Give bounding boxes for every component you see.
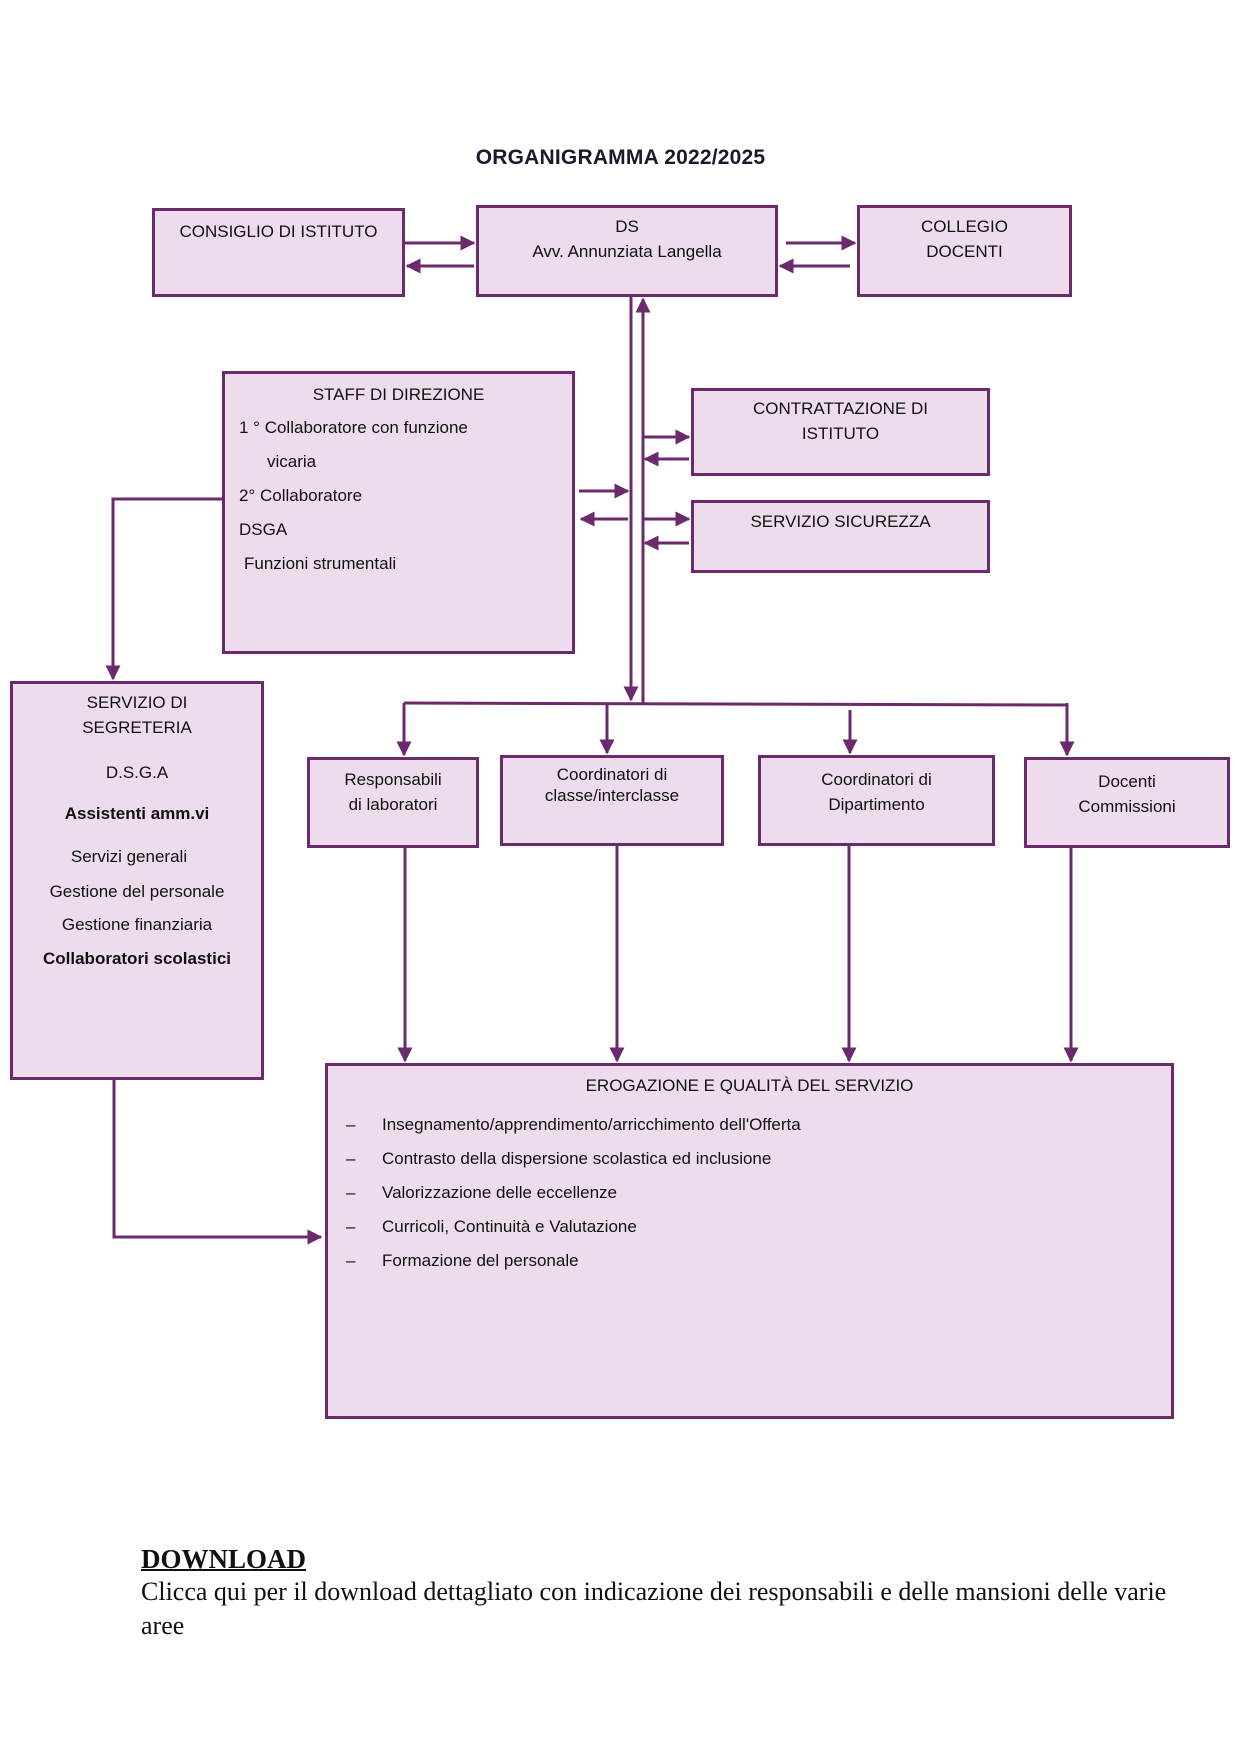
node-label-line2: Commissioni [1078, 797, 1176, 816]
erogazione-list: – Insegnamento/apprendimento/arricchimen… [346, 1108, 1171, 1278]
staff-item: 2° Collaboratore [239, 486, 363, 505]
node-label-line1: COLLEGIO [921, 217, 1008, 236]
chart-title: ORGANIGRAMMA 2022/2025 [475, 146, 766, 169]
node-title: EROGAZIONE E QUALITÀ DEL SERVIZIO [585, 1076, 914, 1095]
segreteria-item: Gestione del personale [49, 882, 225, 901]
node-label-line1: Coordinatori di [821, 770, 932, 789]
download-link[interactable]: Clicca qui per il download dettagliato c… [141, 1577, 1167, 1640]
node-role: DS [615, 217, 639, 236]
segreteria-item: Collaboratori scolastici [43, 949, 231, 968]
node-coordinatori-dipartimento: Coordinatori di Dipartimento [758, 755, 995, 846]
node-collegio-docenti: COLLEGIO DOCENTI [857, 205, 1072, 297]
segreteria-item: D.S.G.A [105, 763, 169, 782]
node-label: SERVIZIO SICUREZZA [750, 512, 931, 531]
arrow-segreteria-to-erogazione [112, 1080, 323, 1245]
node-title-line2: SEGRETERIA [82, 718, 192, 737]
node-label-line1: Coordinatori di [556, 765, 668, 784]
distribution-bar [403, 701, 1069, 707]
node-label-line2: classe/interclasse [544, 786, 680, 805]
arrow-staff-to-segreteria [105, 497, 222, 681]
staff-item: Funzioni strumentali [244, 554, 397, 573]
node-label-line1: Docenti [1098, 772, 1156, 791]
node-contrattazione-di-istituto: CONTRATTAZIONE DI ISTITUTO [691, 388, 990, 476]
download-heading: DOWNLOAD [141, 1544, 307, 1574]
bullet-dash: – [346, 1183, 356, 1202]
staff-item: 1 ° Collaboratore con funzione [239, 418, 468, 437]
bullet-dash: – [346, 1149, 356, 1168]
erogazione-item: – Contrasto della dispersione scolastica… [346, 1142, 1171, 1176]
erogazione-item-text: Curricoli, Continuità e Valutazione [382, 1217, 637, 1236]
node-title-line1: SERVIZIO DI [86, 693, 188, 712]
node-label-line1: Responsabili [344, 770, 442, 789]
node-title: STAFF DI DIREZIONE [312, 385, 485, 404]
erogazione-item: – Insegnamento/apprendimento/arricchimen… [346, 1108, 1171, 1142]
node-staff-di-direzione: STAFF DI DIREZIONE 1 ° Collaboratore con… [222, 371, 575, 654]
segreteria-item: Gestione finanziaria [61, 915, 213, 934]
erogazione-item-text: Valorizzazione delle eccellenze [382, 1183, 617, 1202]
download-section: DOWNLOAD Clicca qui per il download dett… [141, 1544, 1191, 1643]
erogazione-item: – Valorizzazione delle eccellenze [346, 1176, 1171, 1210]
node-label-line2: Dipartimento [828, 795, 925, 814]
node-docenti-commissioni: Docenti Commissioni [1024, 757, 1230, 848]
bullet-dash: – [346, 1251, 356, 1270]
node-servizio-di-segreteria: SERVIZIO DI SEGRETERIA D.S.G.A Assistent… [10, 681, 264, 1080]
bullet-dash: – [346, 1115, 356, 1134]
segreteria-item: Servizi generali [70, 847, 188, 866]
erogazione-item: – Formazione del personale [346, 1244, 1171, 1278]
staff-item: DSGA [239, 520, 288, 539]
bullet-dash: – [346, 1217, 356, 1236]
segreteria-item: Assistenti amm.vi [64, 804, 210, 823]
erogazione-item-text: Formazione del personale [382, 1251, 579, 1270]
erogazione-item: – Curricoli, Continuità e Valutazione [346, 1210, 1171, 1244]
staff-item: vicaria [267, 452, 317, 471]
node-servizio-sicurezza: SERVIZIO SICUREZZA [691, 500, 990, 573]
erogazione-item-text: Contrasto della dispersione scolastica e… [382, 1149, 772, 1168]
node-consiglio-di-istituto: CONSIGLIO DI ISTITUTO [152, 208, 405, 297]
node-label-line2: di laboratori [348, 795, 438, 814]
staff-items: 1 ° Collaboratore con funzione vicaria 2… [239, 411, 572, 581]
node-person: Avv. Annunziata Langella [532, 242, 722, 261]
node-erogazione-qualita-servizio: EROGAZIONE E QUALITÀ DEL SERVIZIO – Inse… [325, 1063, 1174, 1419]
node-responsabili-laboratori: Responsabili di laboratori [307, 757, 479, 848]
erogazione-item-text: Insegnamento/apprendimento/arricchimento… [382, 1115, 801, 1134]
node-ds: DS Avv. Annunziata Langella [476, 205, 778, 297]
node-label: CONSIGLIO DI ISTITUTO [179, 222, 378, 241]
node-label-line2: DOCENTI [926, 242, 1003, 261]
node-coordinatori-classe: Coordinatori di classe/interclasse [500, 755, 724, 846]
node-label-line1: CONTRATTAZIONE DI [752, 399, 929, 418]
node-label-line2: ISTITUTO [801, 424, 880, 443]
